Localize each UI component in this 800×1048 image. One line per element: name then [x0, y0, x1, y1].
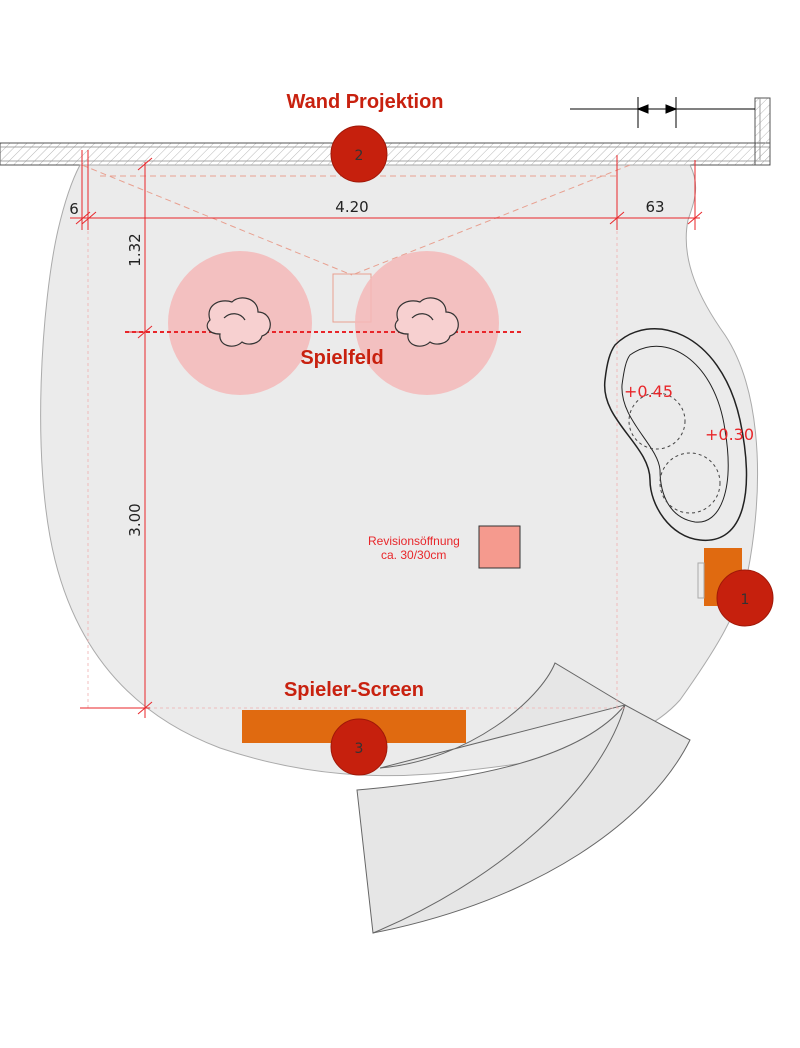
wall-thickness-dimension: [570, 97, 755, 128]
dimension-field-width: 4.20: [335, 198, 368, 216]
marker-1: 1: [716, 569, 774, 627]
dimension-depth-top: 1.32: [126, 233, 144, 266]
dimension-left-margin: 6: [69, 200, 79, 218]
marker-2-label: 2: [355, 148, 364, 164]
player-figure-left: [206, 297, 271, 347]
marker-3-label: 3: [355, 741, 364, 757]
dimension-right-margin: 63: [645, 198, 664, 216]
marker-3: 3: [330, 718, 388, 776]
step-platform: [604, 328, 748, 541]
player-screen-label: Spieler-Screen: [284, 679, 424, 701]
play-field-label: Spielfeld: [300, 347, 383, 369]
service-opening: [478, 525, 521, 569]
dimension-depth-field: 3.00: [126, 503, 144, 536]
seat-circles: [628, 392, 721, 514]
step-height-upper: +0.45: [624, 382, 673, 401]
door-swing-left: [379, 662, 627, 769]
marker-1-label: 1: [741, 592, 750, 608]
player-figure-right: [394, 297, 459, 347]
step-height-lower: +0.30: [705, 425, 754, 444]
marker-2: 2: [330, 125, 388, 183]
service-opening-size: ca. 30/30cm: [381, 548, 446, 562]
service-opening-label: Revisionsöffnung: [368, 534, 460, 548]
wall-projection-label: Wand Projektion: [286, 91, 443, 113]
dimension-lines: [70, 150, 703, 718]
